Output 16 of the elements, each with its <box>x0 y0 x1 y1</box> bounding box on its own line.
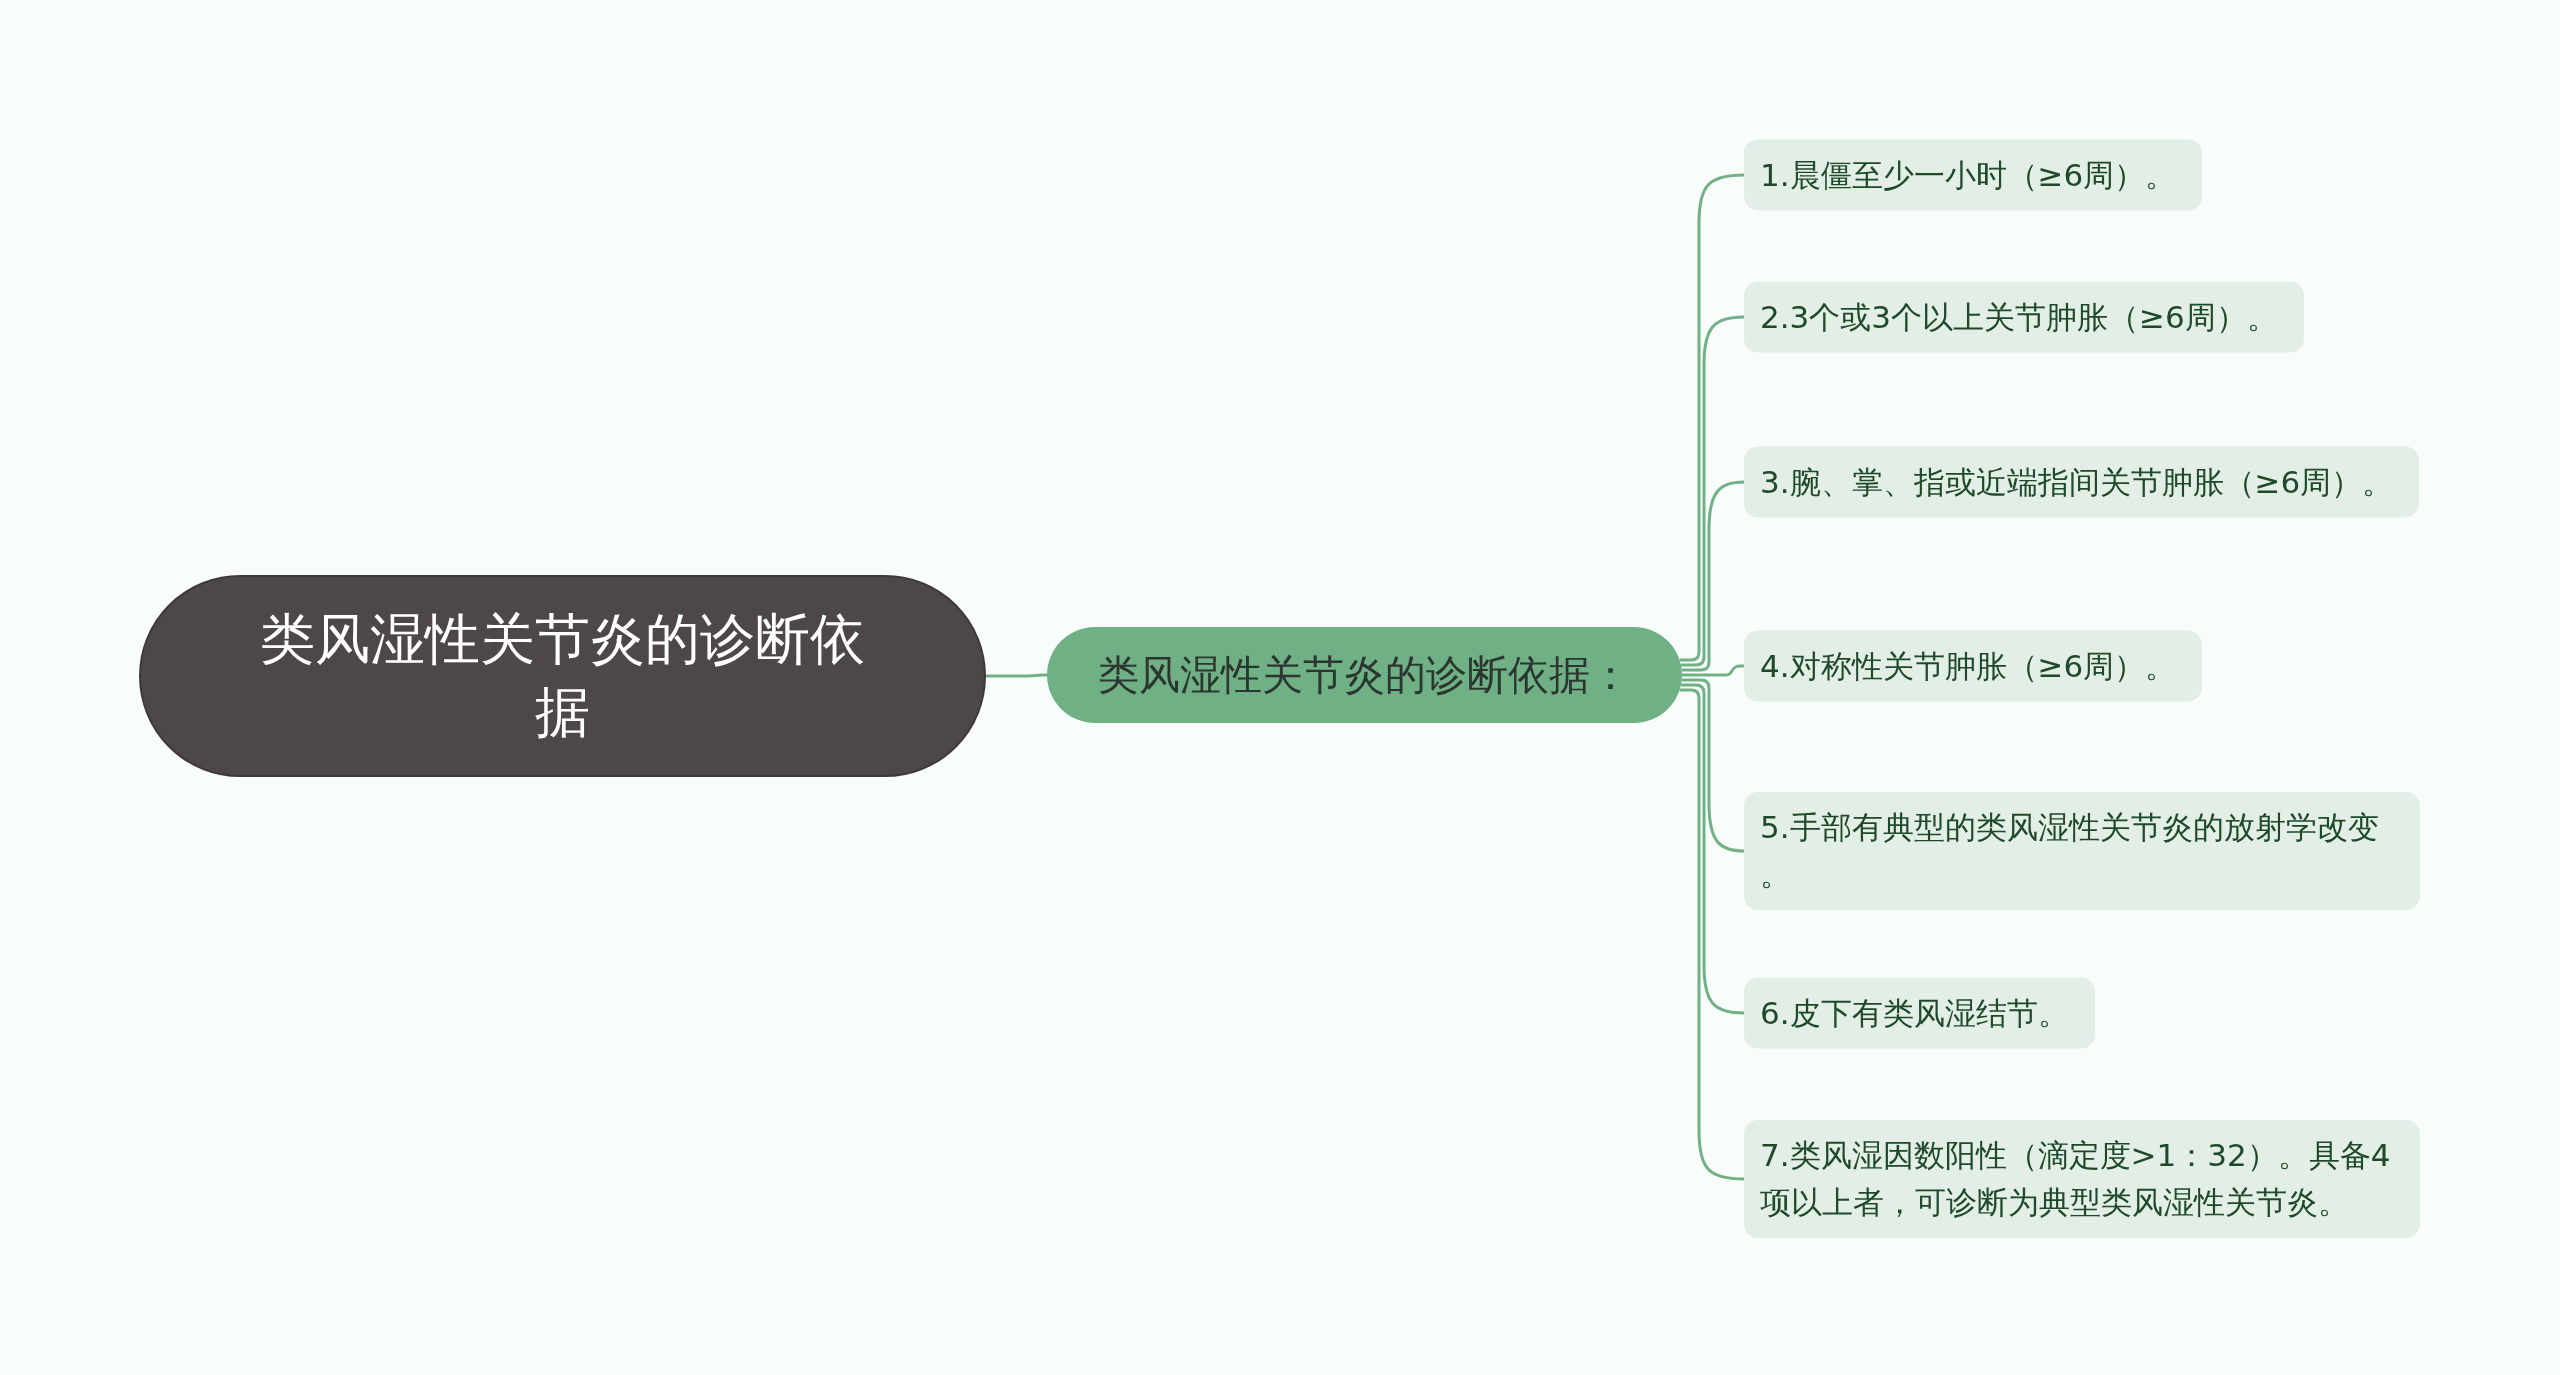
connector-line <box>1680 315 1745 667</box>
item-card: 4.对称性关节肿胀（≥6周）。 <box>1744 630 2203 702</box>
connector-line <box>1681 480 1745 672</box>
item-card: 6.皮下有类风湿结节。 <box>1744 977 2095 1049</box>
item-card: 2.3个或3个以上关节肿胀（≥6周）。 <box>1744 281 2304 353</box>
item-card: 7.类风湿因数阳性（滴定度>1：32）。具备4项以上者，可诊断为典型类风湿性关节炎。 <box>1744 1120 2420 1238</box>
central-topic: 类风湿性关节炎的诊断依据 <box>139 575 986 777</box>
connector-line <box>1681 678 1745 853</box>
connector-line <box>1680 683 1745 1015</box>
subtopic-pill: 类风湿性关节炎的诊断依据： <box>1047 627 1682 723</box>
connector-line <box>1679 173 1745 662</box>
connector-line <box>1679 688 1745 1181</box>
item-card: 1.晨僵至少一小时（≥6周）。 <box>1744 139 2203 211</box>
item-card: 5.手部有典型的类风湿性关节炎的放射学改变。 <box>1744 792 2420 910</box>
connector-line <box>986 673 1047 678</box>
item-card: 3.腕、掌、指或近端指间关节肿胀（≥6周）。 <box>1744 446 2420 518</box>
